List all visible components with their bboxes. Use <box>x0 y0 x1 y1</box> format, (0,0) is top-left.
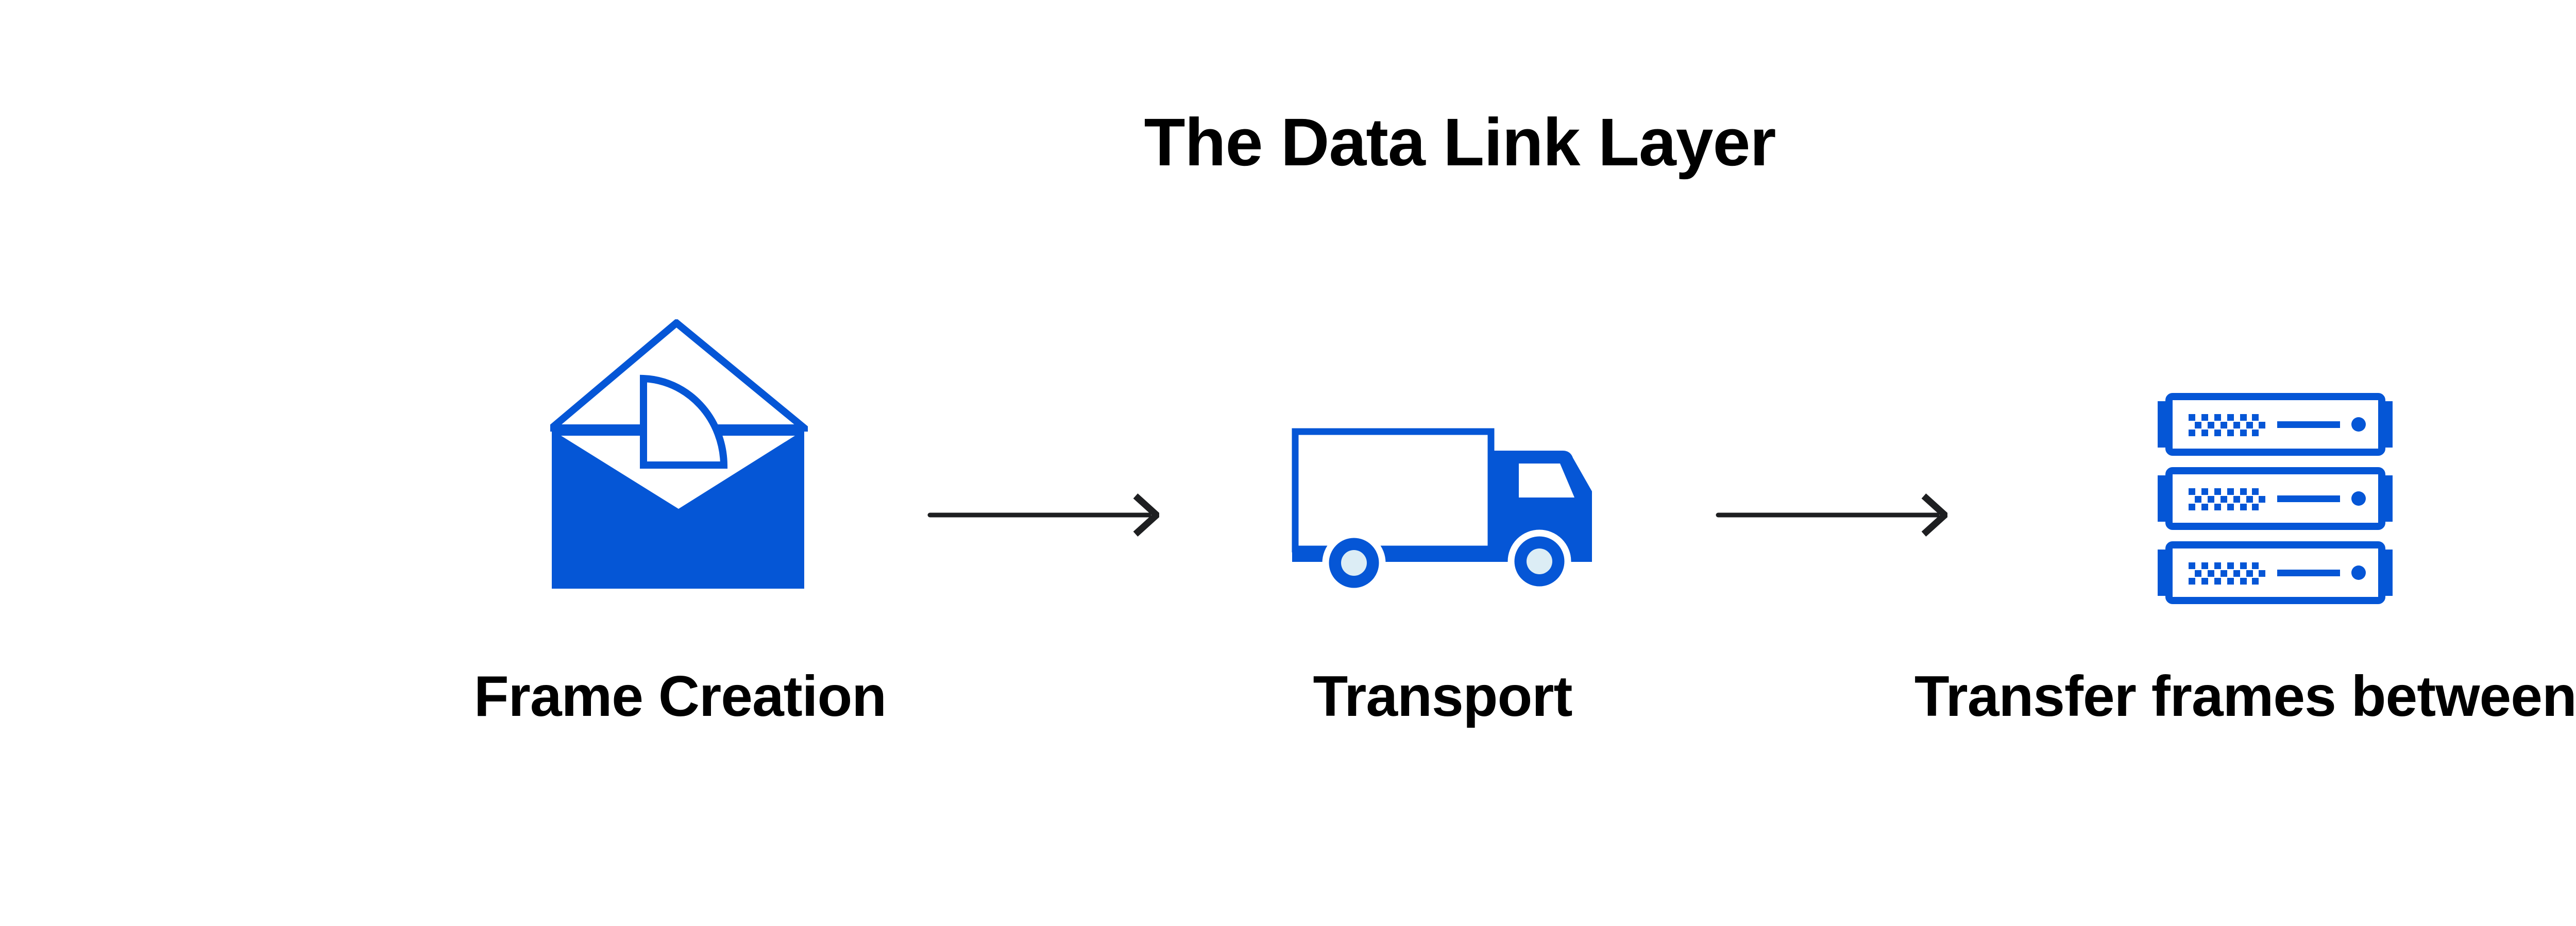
truck-cab <box>1494 451 1592 562</box>
truck-rear-hub <box>1341 550 1367 576</box>
truck-cargo-box <box>1292 428 1495 553</box>
arrow-head <box>1133 493 1159 537</box>
arrow-right-icon <box>1716 493 1947 537</box>
node-label-frame-creation: Frame Creation <box>473 664 887 728</box>
envelope-letter-icon <box>550 319 808 589</box>
truck-front-hub <box>1527 548 1552 574</box>
server-unit <box>2158 545 2393 601</box>
arrow-right-icon <box>927 493 1159 537</box>
node-label-transport: Transport <box>1313 664 1573 728</box>
truck-window <box>1519 464 1574 498</box>
node-label-transfer-frames: Transfer frames between net <box>1914 664 2576 728</box>
server-unit <box>2158 471 2393 526</box>
delivery-truck-icon <box>1292 428 1592 595</box>
server-unit <box>2158 397 2393 452</box>
arrow-head <box>1921 493 1947 537</box>
page-title: The Data Link Layer <box>1144 104 1776 180</box>
server-stack-icon <box>2158 392 2393 605</box>
envelope-document <box>640 374 728 469</box>
envelope-fold-notch <box>561 436 795 509</box>
